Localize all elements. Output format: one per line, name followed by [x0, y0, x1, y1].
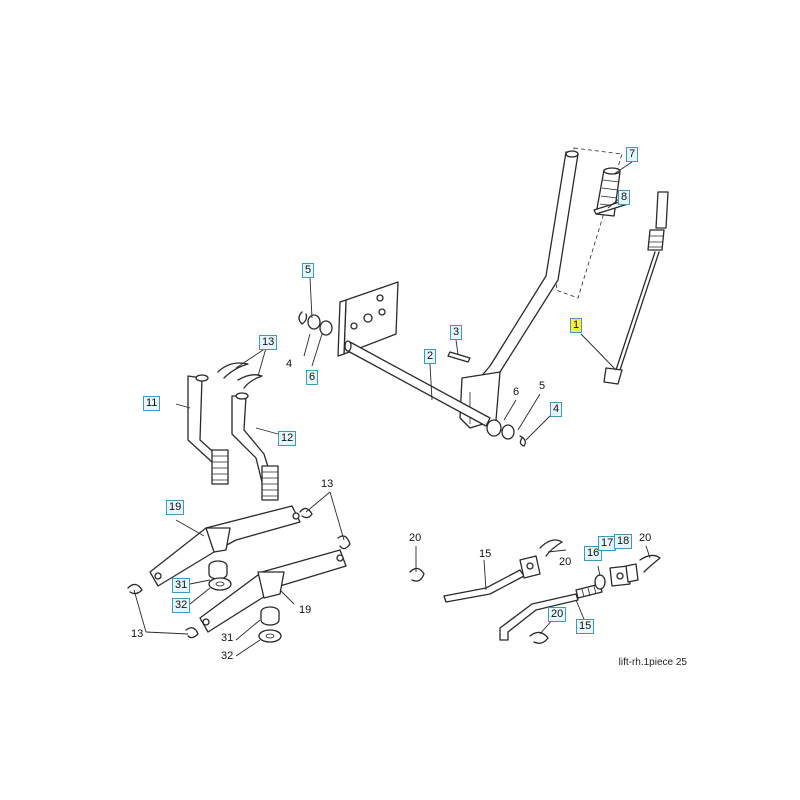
diagram-reference-code: lift-rh.1piece 25 — [618, 657, 687, 668]
clevis-pin — [447, 351, 471, 363]
lift-link-left — [187, 374, 229, 485]
callout-part-12: 12 — [278, 431, 297, 446]
callout-part-13-bottom: 13 — [131, 628, 144, 640]
bushing-pair-lower — [258, 606, 282, 643]
callout-part-32-upper: 32 — [172, 598, 191, 613]
callout-part-8: 8 — [618, 190, 631, 205]
callout-part-20-left: 20 — [409, 532, 422, 544]
bushing-right — [486, 419, 526, 447]
callout-part-6-left: 6 — [306, 370, 319, 385]
cross-shaft — [344, 340, 491, 427]
callout-part-3: 3 — [450, 325, 463, 340]
deck-link-rod-upper — [409, 539, 563, 603]
callout-part-2: 2 — [424, 349, 437, 364]
lift-arm-lower — [199, 549, 347, 633]
leader-lines — [133, 161, 651, 657]
adjust-rod — [603, 191, 669, 385]
callout-part-16: 16 — [584, 546, 603, 561]
bushing-left — [298, 311, 333, 336]
hairpin-clips-arms — [127, 507, 351, 639]
mounting-bracket — [337, 281, 399, 357]
callout-part-19-upper: 19 — [166, 500, 185, 515]
deck-link-rod-lower — [499, 583, 603, 644]
callout-part-5-left: 5 — [302, 263, 315, 278]
callout-part-18: 18 — [614, 534, 633, 549]
callout-part-13-top: 13 — [259, 335, 278, 350]
callout-part-19-lower: 19 — [299, 604, 312, 616]
callout-part-11: 11 — [143, 396, 161, 411]
bushing-pair-upper — [208, 560, 232, 591]
callout-part-6-right: 6 — [513, 386, 520, 398]
callout-part-31-upper: 31 — [172, 578, 191, 593]
adjuster-hardware — [594, 554, 661, 590]
callout-part-5-right: 5 — [539, 380, 546, 392]
callout-part-32-lower: 32 — [221, 650, 234, 662]
callout-part-13-right: 13 — [321, 478, 334, 490]
callout-part-7: 7 — [626, 147, 639, 162]
lift-link-right — [231, 392, 279, 501]
callout-part-1: 1 — [570, 318, 583, 333]
handle-reference-outline — [555, 147, 623, 299]
callout-part-20-lower: 20 — [548, 607, 567, 622]
callout-part-20-mid: 20 — [559, 556, 572, 568]
hairpin-clips-top — [217, 362, 263, 389]
callout-part-15-upper: 15 — [479, 548, 492, 560]
callout-part-4-right: 4 — [550, 402, 563, 417]
callout-part-31-lower: 31 — [221, 632, 234, 644]
callout-part-4-left: 4 — [286, 358, 293, 370]
callout-part-15-lower: 15 — [576, 619, 595, 634]
lift-arm-upper — [149, 505, 301, 587]
callout-part-20-right: 20 — [639, 532, 652, 544]
callout-part-17: 17 — [598, 536, 617, 551]
